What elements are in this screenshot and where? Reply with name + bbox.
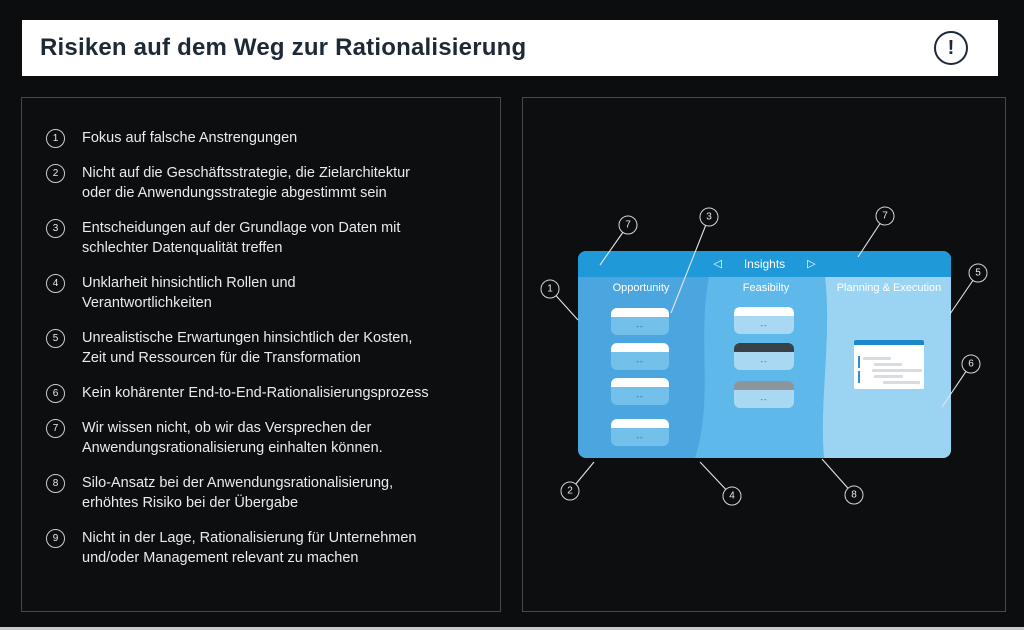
opportunity-card: -- <box>611 378 669 405</box>
callout-7-topbar-right: 7 <box>875 206 895 226</box>
callout-number: 6 <box>968 358 974 370</box>
callout-3-opportunity-card: 3 <box>699 207 719 227</box>
risk-item-2: 2 Nicht auf die Geschäftsstrategie, die … <box>46 163 486 203</box>
card-header <box>611 343 669 352</box>
card-body: -- <box>611 387 669 405</box>
insights-mockup: ◁ Insights ▷ Opportunity Feasibilty Plan… <box>578 251 951 458</box>
callout-6-right-lower: 6 <box>961 354 981 374</box>
card-body: -- <box>734 316 794 334</box>
risk-item-4: 4 Unklarheit hinsichtlich Rollen und Ver… <box>46 273 486 313</box>
risk-number-badge: 6 <box>46 384 65 403</box>
document-text-line <box>883 381 920 384</box>
card-header <box>611 419 669 428</box>
callout-number: 2 <box>567 485 573 497</box>
callout-5-right-edge: 5 <box>968 263 988 283</box>
insights-label: Insights <box>743 257 786 271</box>
callout-number: 3 <box>706 211 712 223</box>
opportunity-card: -- <box>611 308 669 335</box>
risk-number-badge: 8 <box>46 474 65 493</box>
document-header-bar <box>854 340 924 345</box>
risk-item-6: 6 Kein kohärenter End-to-End-Rationalisi… <box>46 383 486 403</box>
card-body: -- <box>611 317 669 335</box>
risk-text: Unrealistische Erwartungen hinsichtlich … <box>82 330 413 366</box>
risk-item-1: 1 Fokus auf falsche Anstrengungen <box>46 128 486 148</box>
opportunity-card: -- <box>611 419 669 446</box>
insights-nav-bar: ◁ Insights ▷ <box>578 251 951 277</box>
callout-8-bottom-right: 8 <box>844 485 864 505</box>
risk-text: Unklarheit hinsichtlich Rollen und Veran… <box>82 275 296 311</box>
risk-number-badge: 3 <box>46 219 65 238</box>
column-title-feasibility: Feasibilty <box>742 282 790 294</box>
callout-2-bottom-left: 2 <box>560 481 580 501</box>
callout-number: 1 <box>547 283 553 295</box>
card-body: -- <box>611 352 669 370</box>
card-body: -- <box>611 428 669 446</box>
risk-item-3: 3 Entscheidungen auf der Grundlage von D… <box>46 218 486 258</box>
card-header <box>611 308 669 317</box>
document-text-line <box>874 363 902 366</box>
planning-document <box>854 340 924 389</box>
page-title: Risiken auf dem Weg zur Rationalisierung <box>40 34 527 61</box>
document-text-line <box>863 357 891 360</box>
risk-text: Entscheidungen auf der Grundlage von Dat… <box>82 220 401 256</box>
callout-number: 8 <box>851 489 857 501</box>
card-header-gray <box>734 381 794 390</box>
document-text-line <box>874 375 903 378</box>
diagram-panel: ◁ Insights ▷ Opportunity Feasibilty Plan… <box>522 97 1006 612</box>
callout-number: 7 <box>882 210 888 222</box>
callout-number: 7 <box>625 219 631 231</box>
page-bottom-edge <box>0 627 1024 630</box>
risk-number-badge: 5 <box>46 329 65 348</box>
callout-number: 5 <box>975 267 981 279</box>
document-bullet-bar <box>857 371 860 383</box>
feasibility-card-gray: -- <box>734 381 794 408</box>
risk-number-badge: 9 <box>46 529 65 548</box>
risk-number-badge: 4 <box>46 274 65 293</box>
chevron-left-icon[interactable]: ◁ <box>713 257 722 270</box>
column-title-opportunity: Opportunity <box>612 282 670 294</box>
feasibility-card: -- <box>734 307 794 334</box>
risk-item-9: 9 Nicht in der Lage, Rationalisierung fü… <box>46 528 486 568</box>
risk-text: Wir wissen nicht, ob wir das Versprechen… <box>82 420 383 456</box>
callout-4-bottom-center: 4 <box>722 486 742 506</box>
risk-number-badge: 1 <box>46 129 65 148</box>
card-header <box>734 307 794 316</box>
card-body: -- <box>734 390 794 408</box>
risk-text: Fokus auf falsche Anstrengungen <box>82 130 298 146</box>
card-body: -- <box>734 352 794 370</box>
alert-icon: ! <box>934 31 968 65</box>
risk-text: Nicht in der Lage, Rationalisierung für … <box>82 530 417 566</box>
risk-item-7: 7 Wir wissen nicht, ob wir das Versprech… <box>46 418 486 458</box>
risk-list-panel: 1 Fokus auf falsche Anstrengungen 2 Nich… <box>21 97 501 612</box>
title-bar: Risiken auf dem Weg zur Rationalisierung… <box>22 20 998 76</box>
card-header <box>611 378 669 387</box>
card-header-dark <box>734 343 794 352</box>
opportunity-card: -- <box>611 343 669 370</box>
risk-number-badge: 7 <box>46 419 65 438</box>
risk-text: Nicht auf die Geschäftsstrategie, die Zi… <box>82 165 411 201</box>
risk-item-8: 8 Silo-Ansatz bei der Anwendungsrational… <box>46 473 486 513</box>
callout-7-topbar-left: 7 <box>618 215 638 235</box>
feasibility-card-dark: -- <box>734 343 794 370</box>
risk-number-badge: 2 <box>46 164 65 183</box>
alert-glyph: ! <box>947 36 955 59</box>
callout-number: 4 <box>729 490 735 502</box>
column-title-planning: Planning & Execution <box>836 282 942 294</box>
risk-text: Silo-Ansatz bei der Anwendungsrationalis… <box>82 475 394 511</box>
risk-item-5: 5 Unrealistische Erwartungen hinsichtlic… <box>46 328 486 368</box>
chevron-right-icon[interactable]: ▷ <box>807 257 816 270</box>
document-bullet-bar <box>857 356 860 368</box>
risk-text: Kein kohärenter End-to-End-Rationalisier… <box>82 385 429 401</box>
document-text-line <box>872 369 922 372</box>
risk-list: 1 Fokus auf falsche Anstrengungen 2 Nich… <box>22 98 500 568</box>
callout-1-left-edge: 1 <box>540 279 560 299</box>
